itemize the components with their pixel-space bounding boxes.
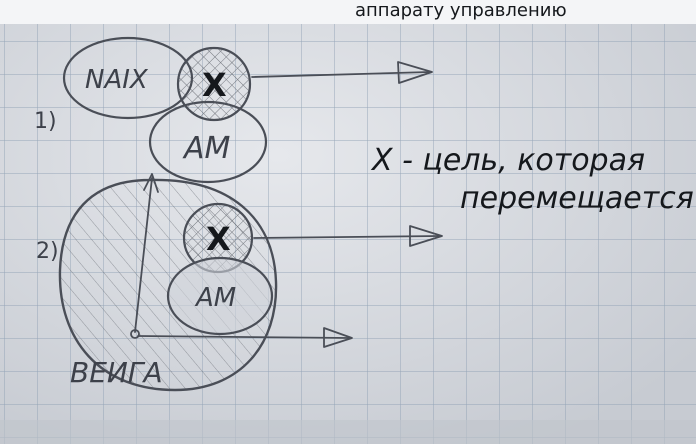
diagram1-left-label: NAIX bbox=[85, 65, 149, 95]
diagram1-x-circle bbox=[176, 46, 252, 122]
diagram2-arrow-line bbox=[253, 235, 441, 239]
diagram1-x-label: X bbox=[202, 66, 227, 104]
diagram2-inner-label: AM bbox=[194, 283, 236, 313]
diagram2-big-circle bbox=[58, 178, 278, 392]
diagram2-x-label: X bbox=[206, 220, 231, 258]
diagram1-arrow-line bbox=[251, 71, 431, 78]
diagram2-inner-fill bbox=[168, 258, 272, 334]
diagram2-big-label: ВЕИГА bbox=[70, 356, 163, 389]
horizontal-axis-line bbox=[137, 335, 351, 339]
top-edge-strip bbox=[0, 0, 696, 24]
diagram1-bottom-label: AM bbox=[182, 131, 231, 166]
diagram1-arrow-head bbox=[397, 61, 433, 84]
diagram2-x-fill bbox=[184, 204, 252, 272]
note-line-2: перемещается bbox=[460, 181, 694, 216]
note-line-1: X - цель, которая bbox=[370, 143, 645, 178]
diagram1-x-fill bbox=[178, 48, 250, 120]
bottom-shadow bbox=[0, 420, 696, 444]
vertical-axis-line bbox=[134, 177, 153, 333]
diagram2-arrow-head bbox=[409, 225, 443, 247]
horizontal-axis-arrowhead bbox=[323, 327, 353, 348]
vertical-axis-arrowhead bbox=[143, 173, 159, 193]
diagram2-number: 2) bbox=[36, 239, 59, 264]
diagram1-number: 1) bbox=[34, 109, 57, 134]
top-cut-text: аппарату управлению bbox=[355, 0, 567, 21]
diagram2-inner-circle bbox=[166, 256, 274, 336]
